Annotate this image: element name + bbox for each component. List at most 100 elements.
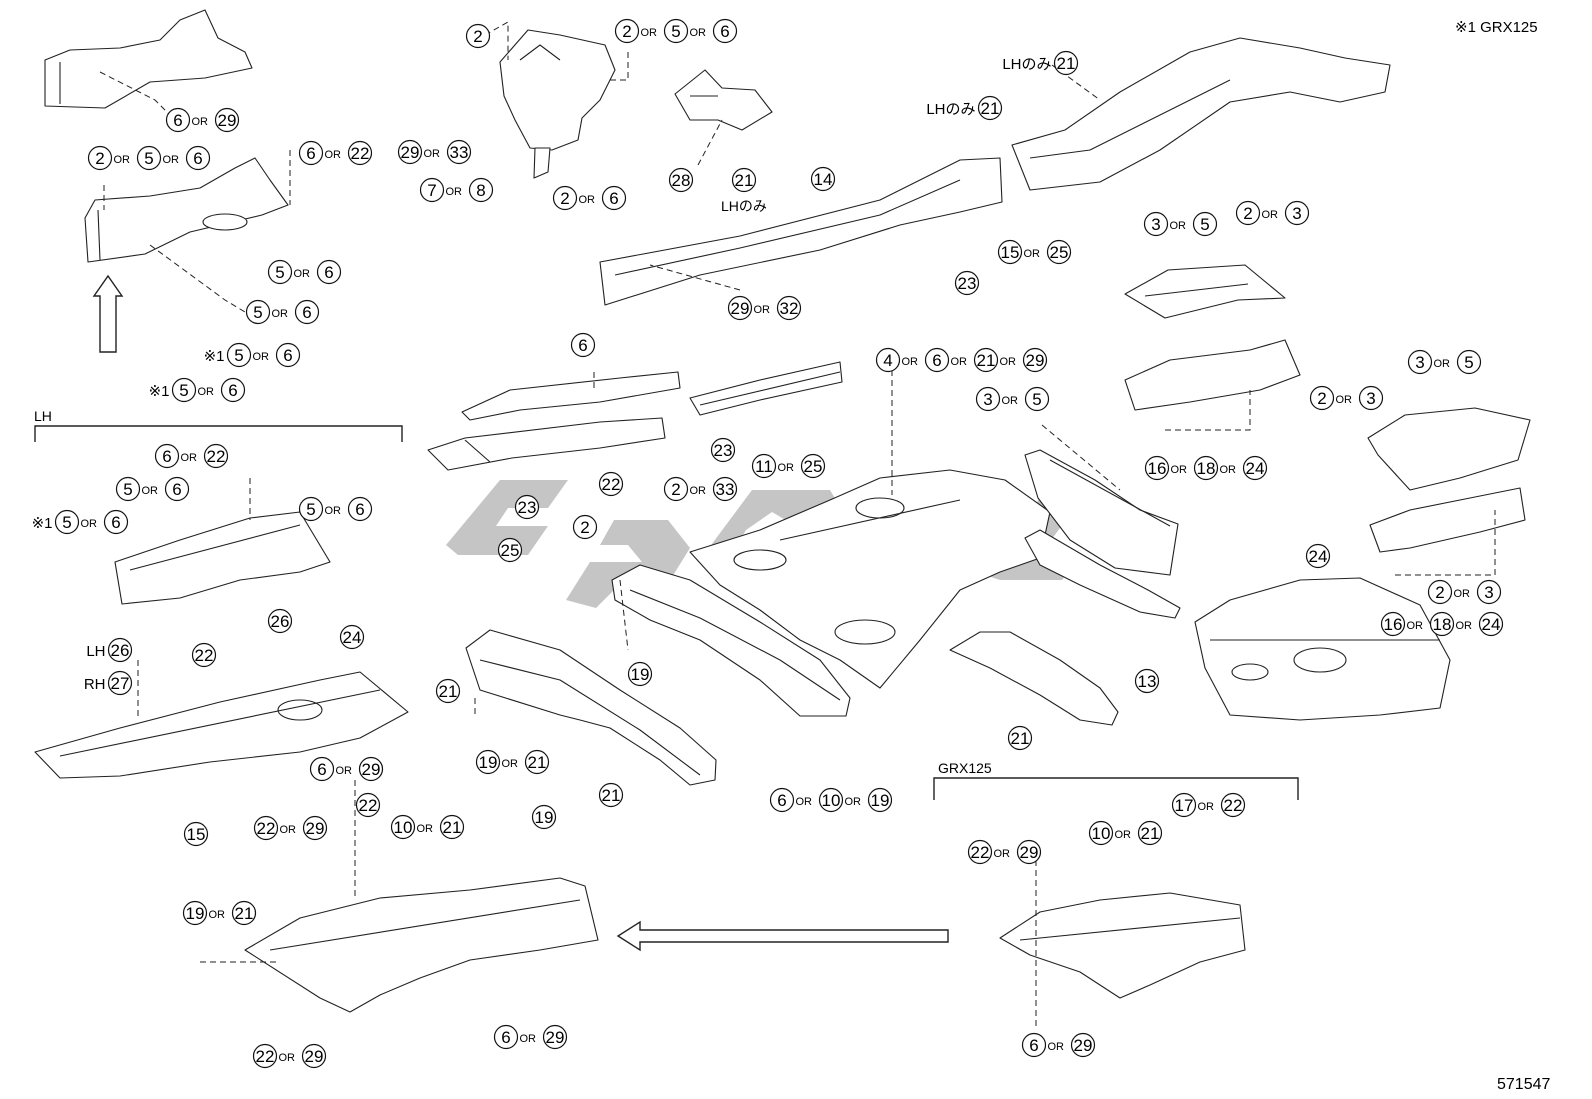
callout-part-36-0: 13 [1138,672,1157,691]
callout-part-44-0: 6 [162,447,171,466]
callout-part-33-0-circle [435,678,461,704]
part-rear-floor [1194,577,1451,721]
callout-part-32-2-circle [867,787,893,813]
callout-or-0-1: OR [192,116,209,128]
callout-part-56-0: 22 [257,819,276,838]
callout-part-14-0: 14 [814,170,833,189]
callout-part-48-0: 26 [111,641,130,660]
callout-part-64-1-circle [1137,820,1163,846]
part-front-side-member [465,629,717,786]
callout-part-62-0-circle [493,1024,519,1050]
callout-part-44-1: 22 [207,447,226,466]
part-front-floor-pan [34,671,409,779]
callout-part-62-1: 29 [546,1028,565,1047]
callout-part-55-0-circle [355,792,381,818]
callout-part-34-0: 21 [602,786,621,805]
callout-part-9-1-circle [446,139,472,165]
callout-part-56-1-circle [302,815,328,841]
callout-part-46-1: 6 [111,513,120,532]
callout-part-59-0: 19 [535,808,554,827]
callout-part-21-0: 3 [1151,215,1160,234]
part-floor-side-member [611,564,851,717]
callout-part-8-0-circle [614,18,640,44]
callout-or-38-1: OR [1171,464,1188,476]
callout-part-3-0-circle [267,259,293,285]
callout-part-60-0: 19 [186,904,205,923]
callout-part-39-1-circle [1358,385,1384,411]
callout-part-65-1: 22 [1224,796,1243,815]
callout-part-28-0-circle [751,453,777,479]
callout-part-19-1-circle [1284,200,1310,226]
callout-part-58-0-circle [475,749,501,775]
callout-part-1-1: 5 [144,149,153,168]
callout-or-38-2: OR [1220,464,1237,476]
front-direction-arrow [92,274,124,353]
callout-part-35-1-circle [1024,386,1050,412]
callout-or-6-1: OR [198,386,215,398]
callout-part-37-0-circle [1007,725,1033,751]
callout-part-63-1-circle [1016,839,1042,865]
callout-part-0-0: 6 [173,111,182,130]
callout-or-27-2: OR [951,356,968,368]
callout-part-47-1: 6 [355,500,364,519]
callout-part-3-0: 5 [275,263,284,282]
callout-part-9-1: 33 [450,143,469,162]
callout-part-52-0: 24 [343,628,362,647]
callout-prefix-16: LHのみ [926,101,975,118]
callout-part-26-0-circle [497,537,523,563]
callout-part-45-0: 5 [123,480,132,499]
callout-part-0-1: 29 [218,111,237,130]
callout-part-13-0: 21 [735,171,754,190]
callout-part-17-1-circle [776,295,802,321]
callout-part-54-0: 6 [317,760,326,779]
callout-part-12-0-circle [668,167,694,193]
part-front-apron-top [44,9,253,109]
section-title-lh: LH [34,408,52,424]
callout-part-22-0: 6 [578,336,587,355]
callout-part-4-0: 5 [253,303,262,322]
callout-part-9-0: 29 [401,143,420,162]
callout-part-38-2-circle [1242,455,1268,481]
callout-part-63-1: 29 [1020,843,1039,862]
callout-part-38-0-circle [1144,455,1170,481]
callout-part-63-0: 22 [971,843,990,862]
diagram-id: 571547 [1497,1076,1551,1093]
callout-part-12-0: 28 [672,171,691,190]
callout-part-4-1-circle [294,299,320,325]
callout-part-56-1: 29 [306,819,325,838]
callout-or-54-1: OR [336,765,353,777]
callout-part-66-0: 6 [1029,1036,1038,1055]
callout-part-47-0: 5 [306,500,315,519]
part-rear-cross-right [1367,407,1531,491]
callout-or-45-1: OR [142,485,159,497]
callout-part-60-0-circle [182,900,208,926]
callout-part-40-0-circle [1407,349,1433,375]
callout-or-64-1: OR [1115,829,1132,841]
section-title-grx125: GRX125 [938,760,992,776]
callout-part-40-0: 3 [1415,353,1424,372]
callout-part-1-0-circle [87,145,113,171]
part-outlines [34,9,1531,1013]
callout-or-17-1: OR [754,304,771,316]
callout-part-24-0-circle [598,471,624,497]
callout-part-47-0-circle [298,496,324,522]
callout-prefix-46: ※1 [32,515,53,532]
callout-part-38-2: 24 [1246,459,1265,478]
callout-or-11-1: OR [579,194,596,206]
part-cross-23 [689,361,843,416]
callout-or-63-1: OR [994,848,1011,860]
callout-part-42-0-circle [1380,611,1406,637]
callout-part-15-0: 21 [1057,54,1076,73]
callout-part-57-0-circle [390,814,416,840]
callout-part-28-0: 11 [755,457,773,476]
lh-bracket-line [34,425,403,442]
grx125-bracket-line [933,777,1299,800]
callout-or-42-2: OR [1456,620,1473,632]
callout-or-5-1: OR [253,351,270,363]
callout-part-35-0: 3 [983,390,992,409]
callout-part-50-0-circle [191,642,217,668]
callout-part-7-0: 2 [473,27,482,46]
callout-or-18-1: OR [1024,248,1041,260]
